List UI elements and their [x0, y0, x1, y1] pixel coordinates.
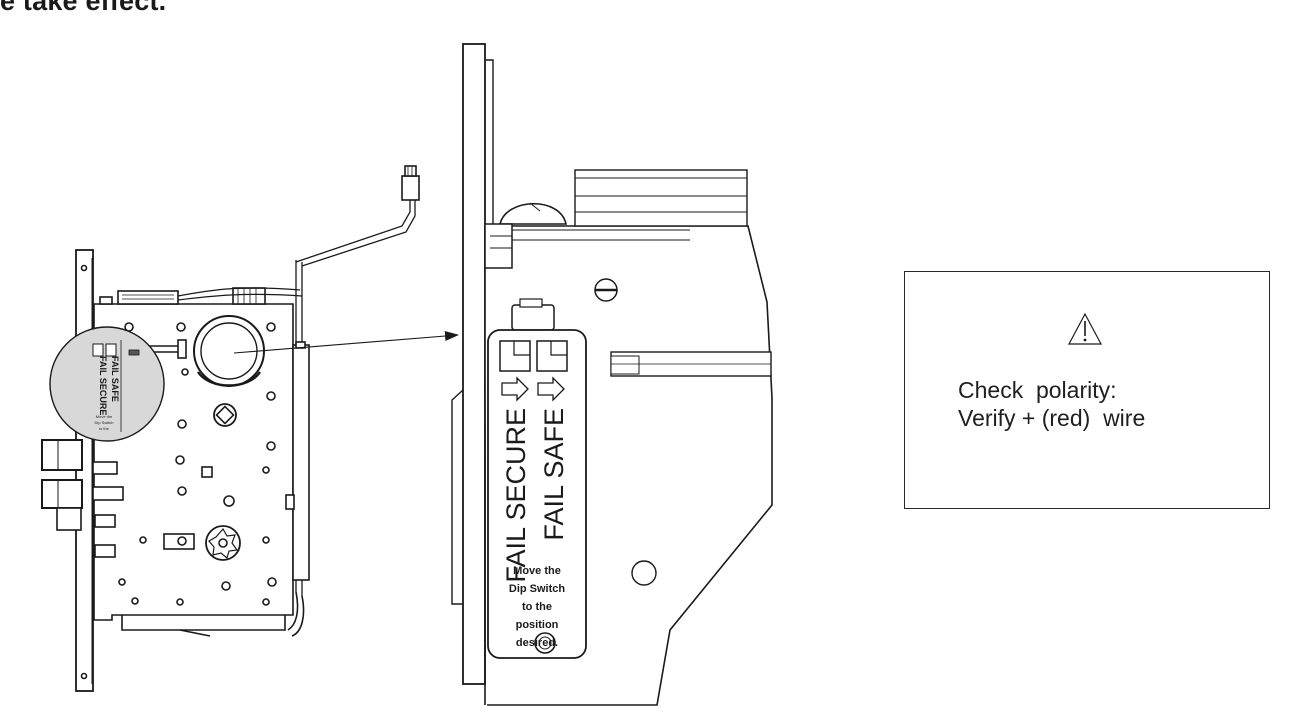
dip-switch-label-panel: FAIL SECURE FAIL SAFE Move the Dip Switc…: [487, 329, 587, 659]
small-fine-print-2: Dip Switch: [95, 420, 114, 425]
label-screw: [534, 632, 556, 654]
detail-pointer-arrow: [233, 331, 459, 354]
fail-secure-arrow: [501, 376, 529, 402]
small-fail-safe-label: FAIL SAFE: [110, 356, 120, 402]
small-fine-print-1: Move the: [96, 414, 113, 419]
callout-line-1: Check polarity:: [958, 377, 1117, 403]
fail-safe-label: FAIL SAFE: [539, 408, 569, 541]
instruction-line-4: position: [516, 619, 559, 631]
warning-triangle-icon: [1068, 312, 1102, 345]
dip-switch-magnifier: FAIL SECURE FAIL SAFE Move the Dip Switc…: [49, 326, 165, 442]
instruction-line-2: Dip Switch: [509, 583, 566, 595]
small-fail-secure-label: FAIL SECURE: [98, 356, 108, 415]
partial-header-text: e take effect.: [0, 0, 167, 16]
fail-safe-switch: [536, 340, 568, 372]
small-fine-print-3: to the: [99, 426, 110, 431]
polarity-callout: Check polarity: Verify + (red) wire: [904, 271, 1270, 509]
fail-secure-label: FAIL SECURE: [501, 408, 531, 583]
instruction-line-3: to the: [522, 601, 552, 613]
fail-safe-arrow: [537, 376, 565, 402]
fail-secure-switch: [499, 340, 531, 372]
callout-line-2: Verify + (red) wire: [958, 405, 1146, 431]
instruction-line-5: desired.: [516, 637, 558, 649]
instruction-line-1: Move the: [513, 565, 561, 577]
